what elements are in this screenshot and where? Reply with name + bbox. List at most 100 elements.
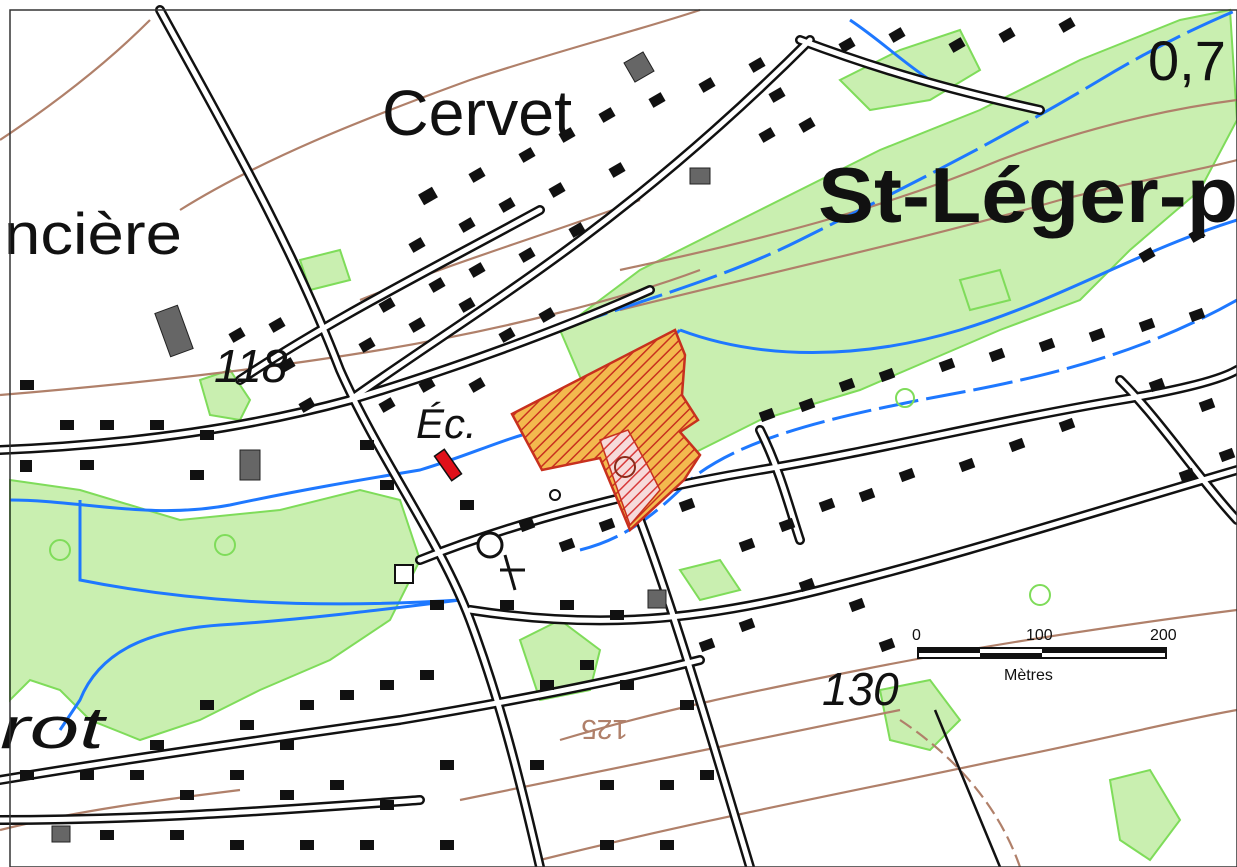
building xyxy=(200,430,214,440)
building xyxy=(500,600,514,610)
building xyxy=(938,357,956,373)
building xyxy=(100,830,114,840)
label-elevation-130: 130 xyxy=(822,663,899,715)
building xyxy=(1148,377,1166,393)
building xyxy=(340,690,354,700)
building xyxy=(460,500,474,510)
label-rot: rot xyxy=(0,696,108,761)
building xyxy=(200,700,214,710)
building xyxy=(20,770,34,780)
building xyxy=(150,740,164,750)
building xyxy=(430,600,444,610)
building xyxy=(748,57,766,73)
scale-tick-200: 200 xyxy=(1150,627,1177,644)
building xyxy=(540,680,554,690)
building xyxy=(600,780,614,790)
building xyxy=(798,397,816,413)
building xyxy=(418,186,438,206)
building xyxy=(80,460,94,470)
building xyxy=(1088,327,1106,343)
building xyxy=(538,307,556,323)
building xyxy=(1178,467,1196,483)
building xyxy=(228,327,246,343)
building xyxy=(530,760,544,770)
building xyxy=(948,37,966,53)
building xyxy=(300,840,314,850)
building xyxy=(758,127,776,143)
building xyxy=(278,357,296,373)
building xyxy=(458,297,476,313)
building xyxy=(20,380,34,390)
building xyxy=(558,127,576,143)
building xyxy=(888,27,906,43)
building xyxy=(700,770,714,780)
building xyxy=(958,457,976,473)
power-line xyxy=(933,709,1002,867)
building xyxy=(1038,337,1056,353)
building xyxy=(660,840,674,850)
building xyxy=(380,680,394,690)
building xyxy=(360,440,374,450)
building xyxy=(848,597,866,613)
building xyxy=(230,770,244,780)
building xyxy=(170,830,184,840)
building xyxy=(998,27,1016,43)
building xyxy=(418,377,436,393)
building xyxy=(738,617,756,633)
building xyxy=(1218,447,1236,463)
building xyxy=(598,107,616,123)
building xyxy=(878,367,896,383)
building xyxy=(330,780,344,790)
scale-unit: Mètres xyxy=(1004,667,1053,684)
building xyxy=(80,770,94,780)
building xyxy=(150,420,164,430)
building xyxy=(738,537,756,553)
label-nciere: ncière xyxy=(4,202,182,267)
building xyxy=(358,337,376,353)
building xyxy=(758,407,776,423)
label-school-abbr: Éc. xyxy=(416,400,477,447)
building xyxy=(1008,437,1026,453)
building xyxy=(838,377,856,393)
building xyxy=(378,397,396,413)
building xyxy=(558,537,576,553)
building xyxy=(678,497,696,513)
buildings xyxy=(20,17,1236,850)
building xyxy=(240,720,254,730)
building xyxy=(100,420,114,430)
building xyxy=(1058,417,1076,433)
building xyxy=(280,740,294,750)
building xyxy=(468,262,486,278)
building xyxy=(1138,317,1156,333)
building xyxy=(1058,17,1076,33)
building xyxy=(498,197,516,213)
building xyxy=(518,247,536,263)
label-st-leger: St-Léger-p xyxy=(818,151,1237,239)
building xyxy=(280,790,294,800)
building xyxy=(600,840,614,850)
building xyxy=(60,420,74,430)
building xyxy=(1188,307,1206,323)
building xyxy=(1198,397,1216,413)
building xyxy=(380,800,394,810)
building xyxy=(378,297,396,313)
building xyxy=(878,637,896,653)
scale-bar: 0 100 200 Mètres xyxy=(912,627,1177,684)
building xyxy=(580,660,594,670)
building xyxy=(420,670,434,680)
building xyxy=(190,470,204,480)
large-buildings xyxy=(51,51,711,843)
building xyxy=(568,222,586,238)
building xyxy=(408,317,426,333)
building xyxy=(988,347,1006,363)
building xyxy=(458,217,476,233)
building xyxy=(548,182,566,198)
building xyxy=(698,637,716,653)
building xyxy=(898,467,916,483)
contour-lines xyxy=(0,8,1237,867)
building xyxy=(130,770,144,780)
building xyxy=(798,577,816,593)
building xyxy=(180,790,194,800)
building xyxy=(428,277,446,293)
label-corner-value: 0,7 xyxy=(1148,29,1226,92)
